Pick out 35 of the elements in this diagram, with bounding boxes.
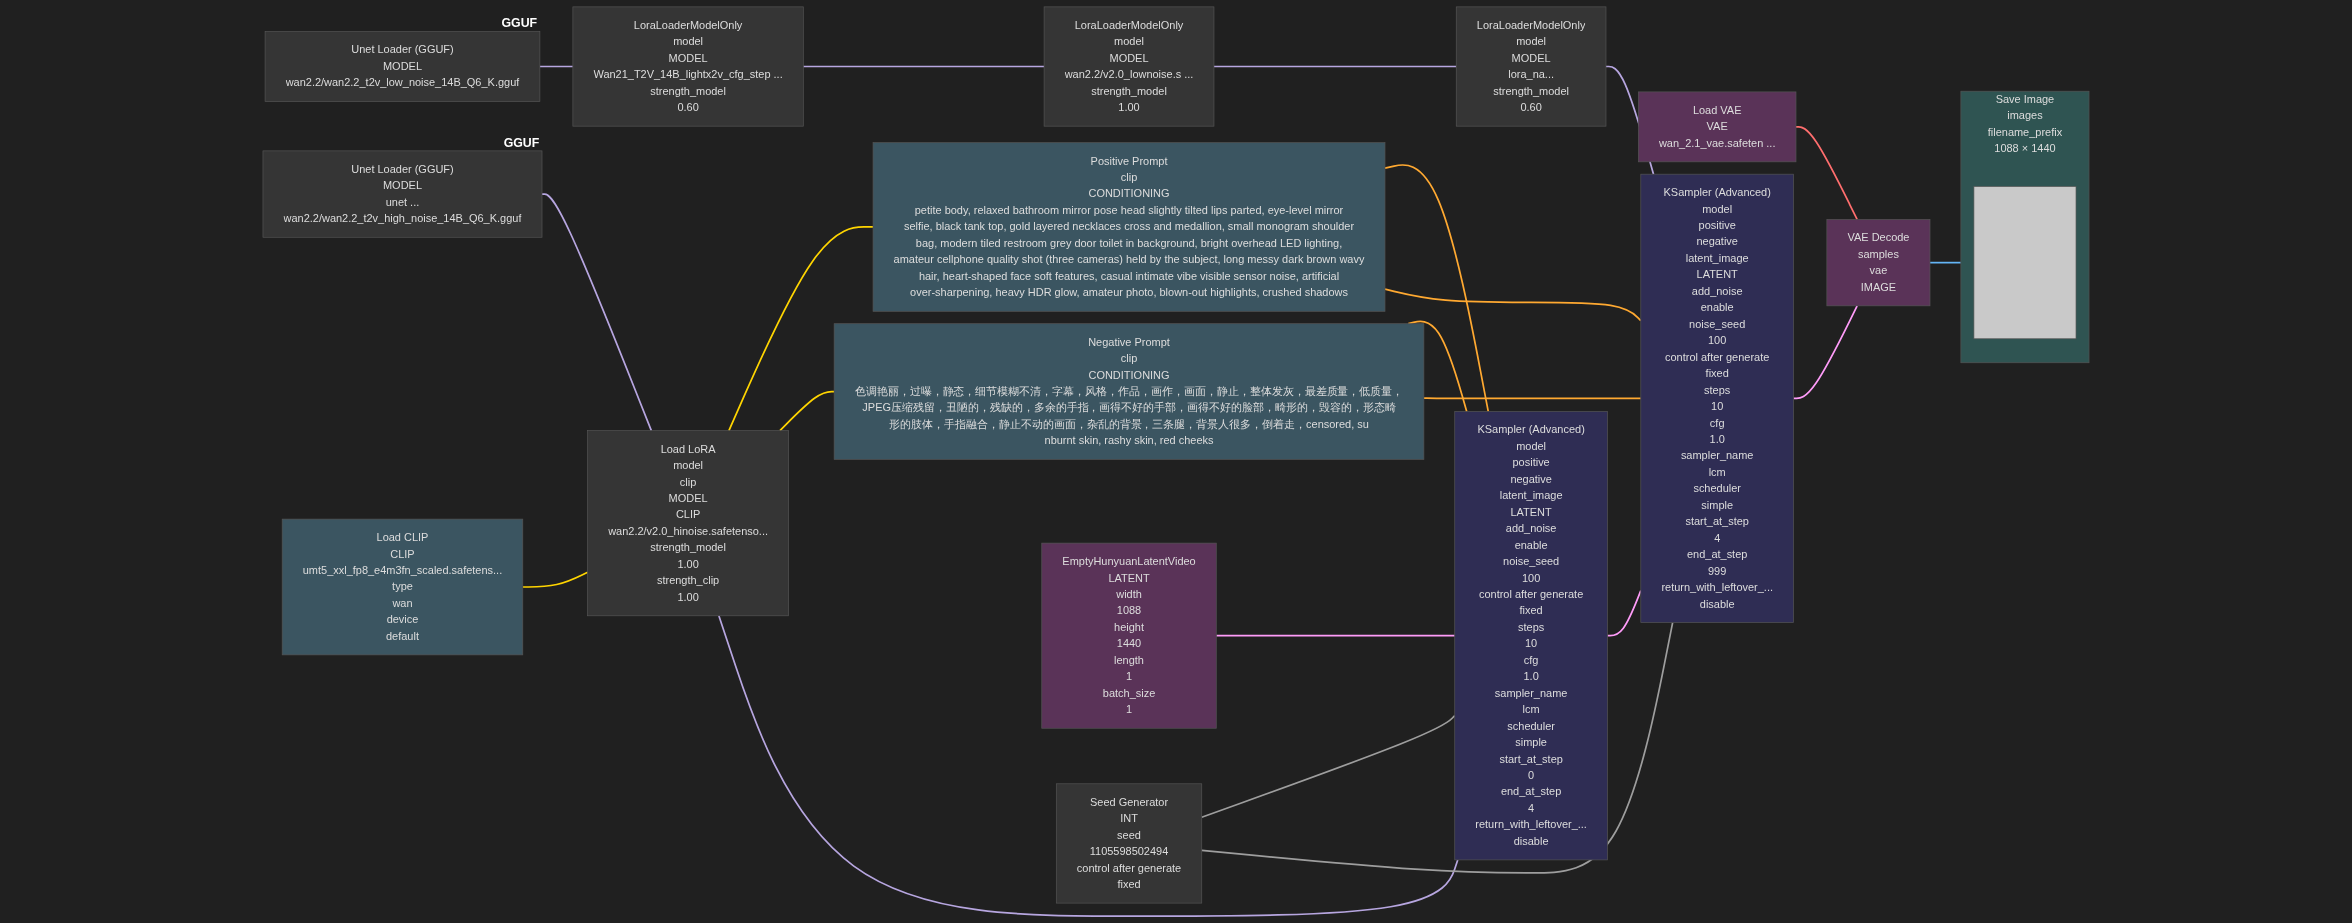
link-line [1384, 288, 1642, 322]
link-line [541, 193, 653, 432]
workflow-node: LoraLoaderModelOnly model MODEL wan2.2/v2.0_lownoise.s ... strength_model 1.00 [1043, 6, 1215, 127]
link-line [1215, 634, 1456, 637]
workflow-node: Seed Generator INT seed 1105598502494 control after generate fixed [1055, 783, 1203, 904]
workflow-node [1973, 186, 2077, 340]
workflow-node: Unet Loader (GGUF) MODEL wan2.2/wan2.2_t2v_low_noise_14B_Q6_K.gguf [264, 31, 541, 102]
link-line [1792, 305, 1858, 400]
link-line [521, 571, 589, 588]
workflow-node: EmptyHunyuanLatentVideo LATENT width 1088 height 1440 length 1 batch_size 1 [1041, 542, 1217, 729]
link-line [1929, 261, 1962, 264]
badge-label: GGUF [501, 16, 538, 31]
workflow-node: VAE Decode samples vae IMAGE [1826, 219, 1931, 307]
link-line [1423, 397, 1642, 400]
workflow-node: Positive Prompt clip CONDITIONING petite body, relaxed bathroom mirror pose head slightly tilted lips parted, eye-level mirror selfie, black tank top, gold layered necklaces cross and medallion, small monogram shoulder bag, modern tiled restroom grey door toilet in background, bright overhead LED lighting, amateur cellphone quality shot (three cameras) held by the subject, long messy dark brown wavy hair, heart-shaped face soft features, casual intimate vibe visible sensor noise, artificial over-sharpening, heavy HDR glow, amateur photo, blown-out highlights, crushed shadows [872, 142, 1386, 312]
workflow-node: Load LoRA model clip MODEL CLIP wan2.2/v2.0_hinoise.safetenso... strength_model 1.00 strength_clip 1.00 [587, 430, 789, 617]
link-line [1795, 126, 1858, 221]
link-line [718, 614, 1459, 917]
link-line [1200, 714, 1456, 819]
link-line [539, 65, 574, 68]
workflow-node: Load VAE VAE wan_2.1_vae.safeten ... [1638, 91, 1797, 163]
workflow-node: LoraLoaderModelOnly model MODEL Wan21_T2V_14B_lightx2v_cfg_step ... strength_model 0.60 [572, 6, 804, 127]
workflow-node: Load CLIP CLIP umt5_xxl_fp8_e4m3fn_scaled.safetens... type wan device default [281, 518, 524, 656]
link-line [1200, 621, 1674, 874]
link-line [779, 390, 835, 432]
workflow-node: KSampler (Advanced) model positive negative latent_image LATENT add_noise enable noise_seed 100 control after generate fixed steps 10 cfg 1.0 sampler_name lcm scheduler simple start_at_step 4 end_at_step 999 return_with_leftover_... disable [1640, 173, 1794, 623]
link-line [802, 65, 1045, 68]
workflow-node: Unet Loader (GGUF) MODEL unet ... wan2.2/wan2.2_t2v_high_noise_14B_Q6_K.gguf [262, 150, 543, 238]
link-line [1213, 65, 1458, 68]
badge-label: GGUF [503, 135, 540, 150]
link-line [1384, 164, 1490, 413]
link-line [728, 226, 874, 432]
workflow-node: Negative Prompt clip CONDITIONING 色调艳丽，过曝，静态，细节模糊不清，字幕，风格，作品，画作，画面，静止，整体发灰，最差质量，低质量，JPEG压缩残留，丑陋的，残缺的，多余的手指，画得不好的手部，画得不好的脸部，畸形的，毁容的，形态畸形的肢体，手指融合，静止不动的画面，杂乱的背景，三条腿，背景人很多，倒着走，censored, sunburnt skin, rashy skin, red cheeks [833, 323, 1425, 460]
workflow-node: KSampler (Advanced) model positive negative latent_image LATENT add_noise enable noise_seed 100 control after generate fixed steps 10 cfg 1.0 sampler_name lcm scheduler simple start_at_step 0 end_at_step 4 return_with_leftover_... disable [1454, 411, 1608, 861]
workflow-node: LoraLoaderModelOnly model MODEL lora_na... strength_model 0.60 [1455, 6, 1607, 127]
